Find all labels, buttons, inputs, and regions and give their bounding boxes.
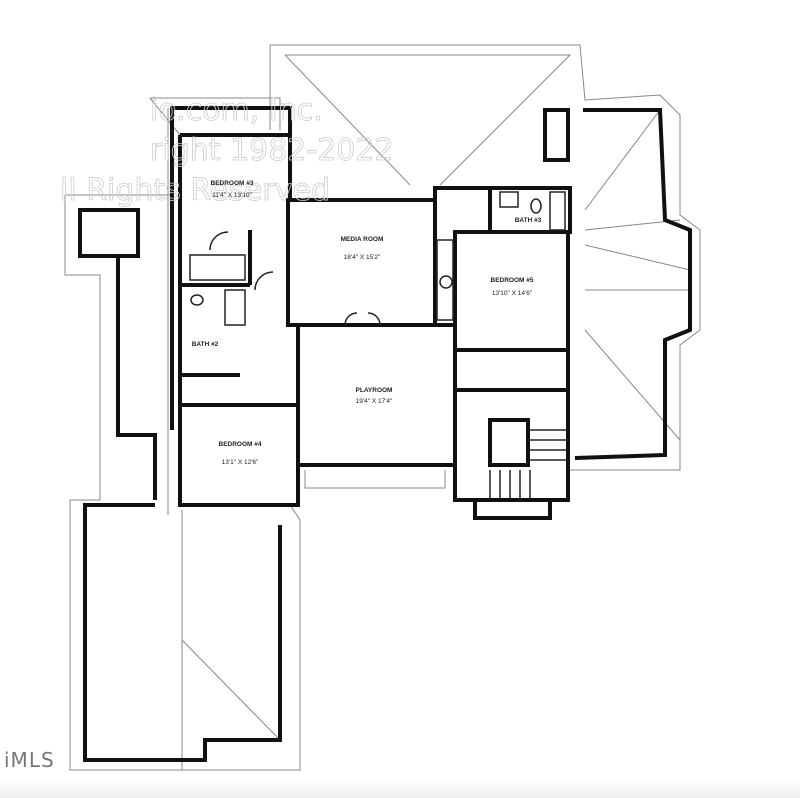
room-name-media-room: MEDIA ROOM	[341, 236, 384, 243]
room-size-media-room: 18'4" X 15'2"	[344, 254, 381, 261]
room-name-bath-3: BATH #3	[515, 217, 542, 224]
footer-bar	[0, 778, 800, 798]
watermark-line-3: ll Rights Reserved	[60, 173, 330, 208]
mls-logo: iMLS	[4, 748, 55, 772]
room-name-bedroom-4: BEDROOM #4	[219, 441, 262, 448]
room-name-bedroom-5: BEDROOM #5	[491, 277, 534, 284]
fixtures	[189, 191, 566, 498]
watermark-line-1: io.com, Inc.	[150, 93, 323, 128]
watermark: io.com, Inc. right 1982-2022 ll Rights R…	[60, 93, 394, 209]
room-size-bedroom-4: 13'1" X 12'6"	[222, 459, 259, 466]
room-name-bath-2: BATH #2	[192, 341, 219, 348]
stairs	[489, 429, 566, 498]
roof-outlines	[64, 44, 701, 771]
room-name-bedroom-3: BEDROOM #3	[211, 180, 254, 187]
room-size-bedroom-5: 13'10" X 14'6"	[492, 290, 533, 297]
room-name-playroom: PLAYROOM	[356, 387, 393, 394]
walls	[78, 106, 692, 762]
room-size-bedroom-3: 11'4" X 13'10"	[212, 192, 253, 199]
room-size-playroom: 19'4" X 17'4"	[356, 398, 393, 405]
room-labels: BEDROOM #3 11'4" X 13'10" MEDIA ROOM 18'…	[192, 180, 542, 466]
watermark-line-2: right 1982-2022	[150, 133, 394, 168]
